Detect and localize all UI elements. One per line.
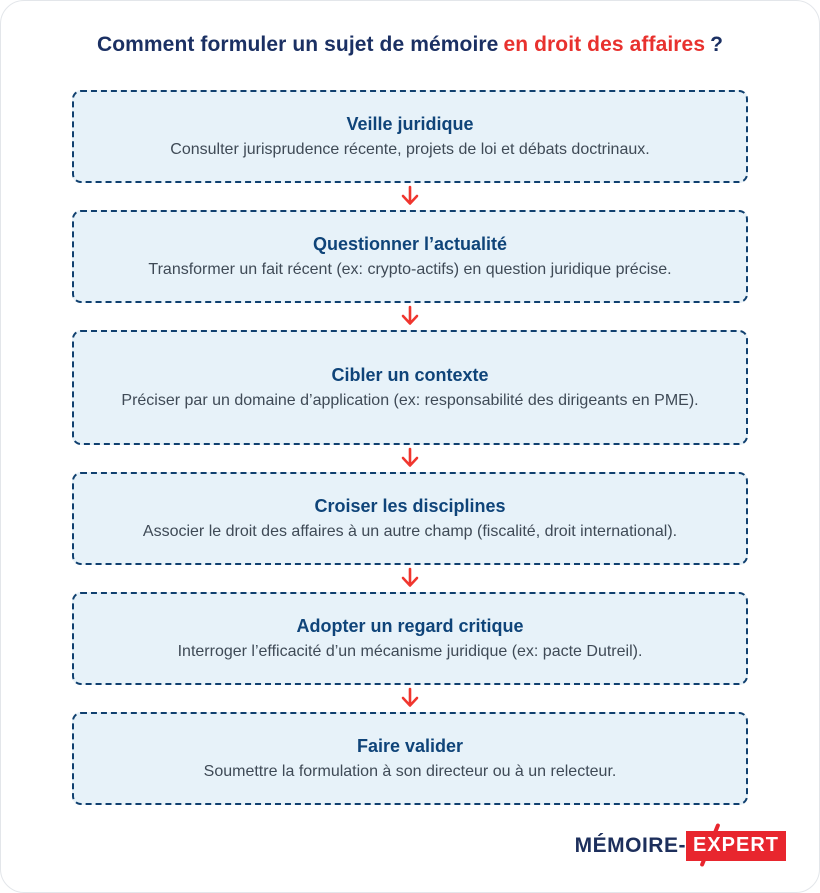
step-title: Faire valider bbox=[356, 735, 464, 756]
connector-row bbox=[72, 685, 748, 712]
page-title-punctuation: ? bbox=[710, 33, 724, 56]
step-title: Adopter un regard critique bbox=[296, 615, 524, 636]
connector-row bbox=[72, 565, 748, 592]
step-description: Associer le droit des affaires à un autr… bbox=[142, 522, 678, 540]
logo-suffix-text: EXPERT bbox=[692, 834, 779, 856]
step-box-questionner-actualite: Questionner l’actualité Transformer un f… bbox=[72, 210, 748, 303]
step-description: Consulter jurisprudence récente, projets… bbox=[170, 140, 650, 158]
step-box-veille-juridique: Veille juridique Consulter jurisprudence… bbox=[72, 90, 748, 183]
step-description: Interroger l’efficacité d’un mécanisme j… bbox=[177, 642, 643, 660]
step-description: Soumettre la formulation à son directeur… bbox=[203, 762, 617, 780]
step-description: Transformer un fait récent (ex: crypto-a… bbox=[148, 260, 672, 278]
step-box-croiser-disciplines: Croiser les disciplines Associer le droi… bbox=[72, 472, 748, 565]
step-box-faire-valider: Faire valider Soumettre la formulation à… bbox=[72, 712, 748, 805]
down-arrow-icon bbox=[401, 447, 419, 467]
connector-row bbox=[72, 445, 748, 472]
step-title: Croiser les disciplines bbox=[314, 495, 506, 516]
down-arrow-icon bbox=[401, 567, 419, 587]
step-title: Cibler un contexte bbox=[331, 364, 489, 385]
page-title-highlight: en droit des affaires bbox=[503, 33, 706, 56]
down-arrow-icon bbox=[401, 185, 419, 205]
down-arrow-icon bbox=[401, 687, 419, 707]
connector-row bbox=[72, 303, 748, 330]
connector-row bbox=[72, 183, 748, 210]
step-box-regard-critique: Adopter un regard critique Interroger l’… bbox=[72, 592, 748, 685]
step-title: Questionner l’actualité bbox=[312, 233, 508, 254]
step-title: Veille juridique bbox=[346, 113, 474, 134]
step-description: Préciser par un domaine d’application (e… bbox=[121, 391, 699, 409]
down-arrow-icon bbox=[401, 305, 419, 325]
flowchart: Veille juridique Consulter jurisprudence… bbox=[72, 90, 748, 805]
page-title-main: Comment formuler un sujet de mémoire bbox=[96, 33, 499, 56]
memoire-expert-logo: MÉMOIRE- EXPERT bbox=[574, 822, 786, 868]
step-box-cibler-contexte: Cibler un contexte Préciser par un domai… bbox=[72, 330, 748, 445]
logo-prefix-text: MÉMOIRE- bbox=[574, 834, 686, 857]
logo-suffix-badge: EXPERT bbox=[685, 822, 786, 868]
